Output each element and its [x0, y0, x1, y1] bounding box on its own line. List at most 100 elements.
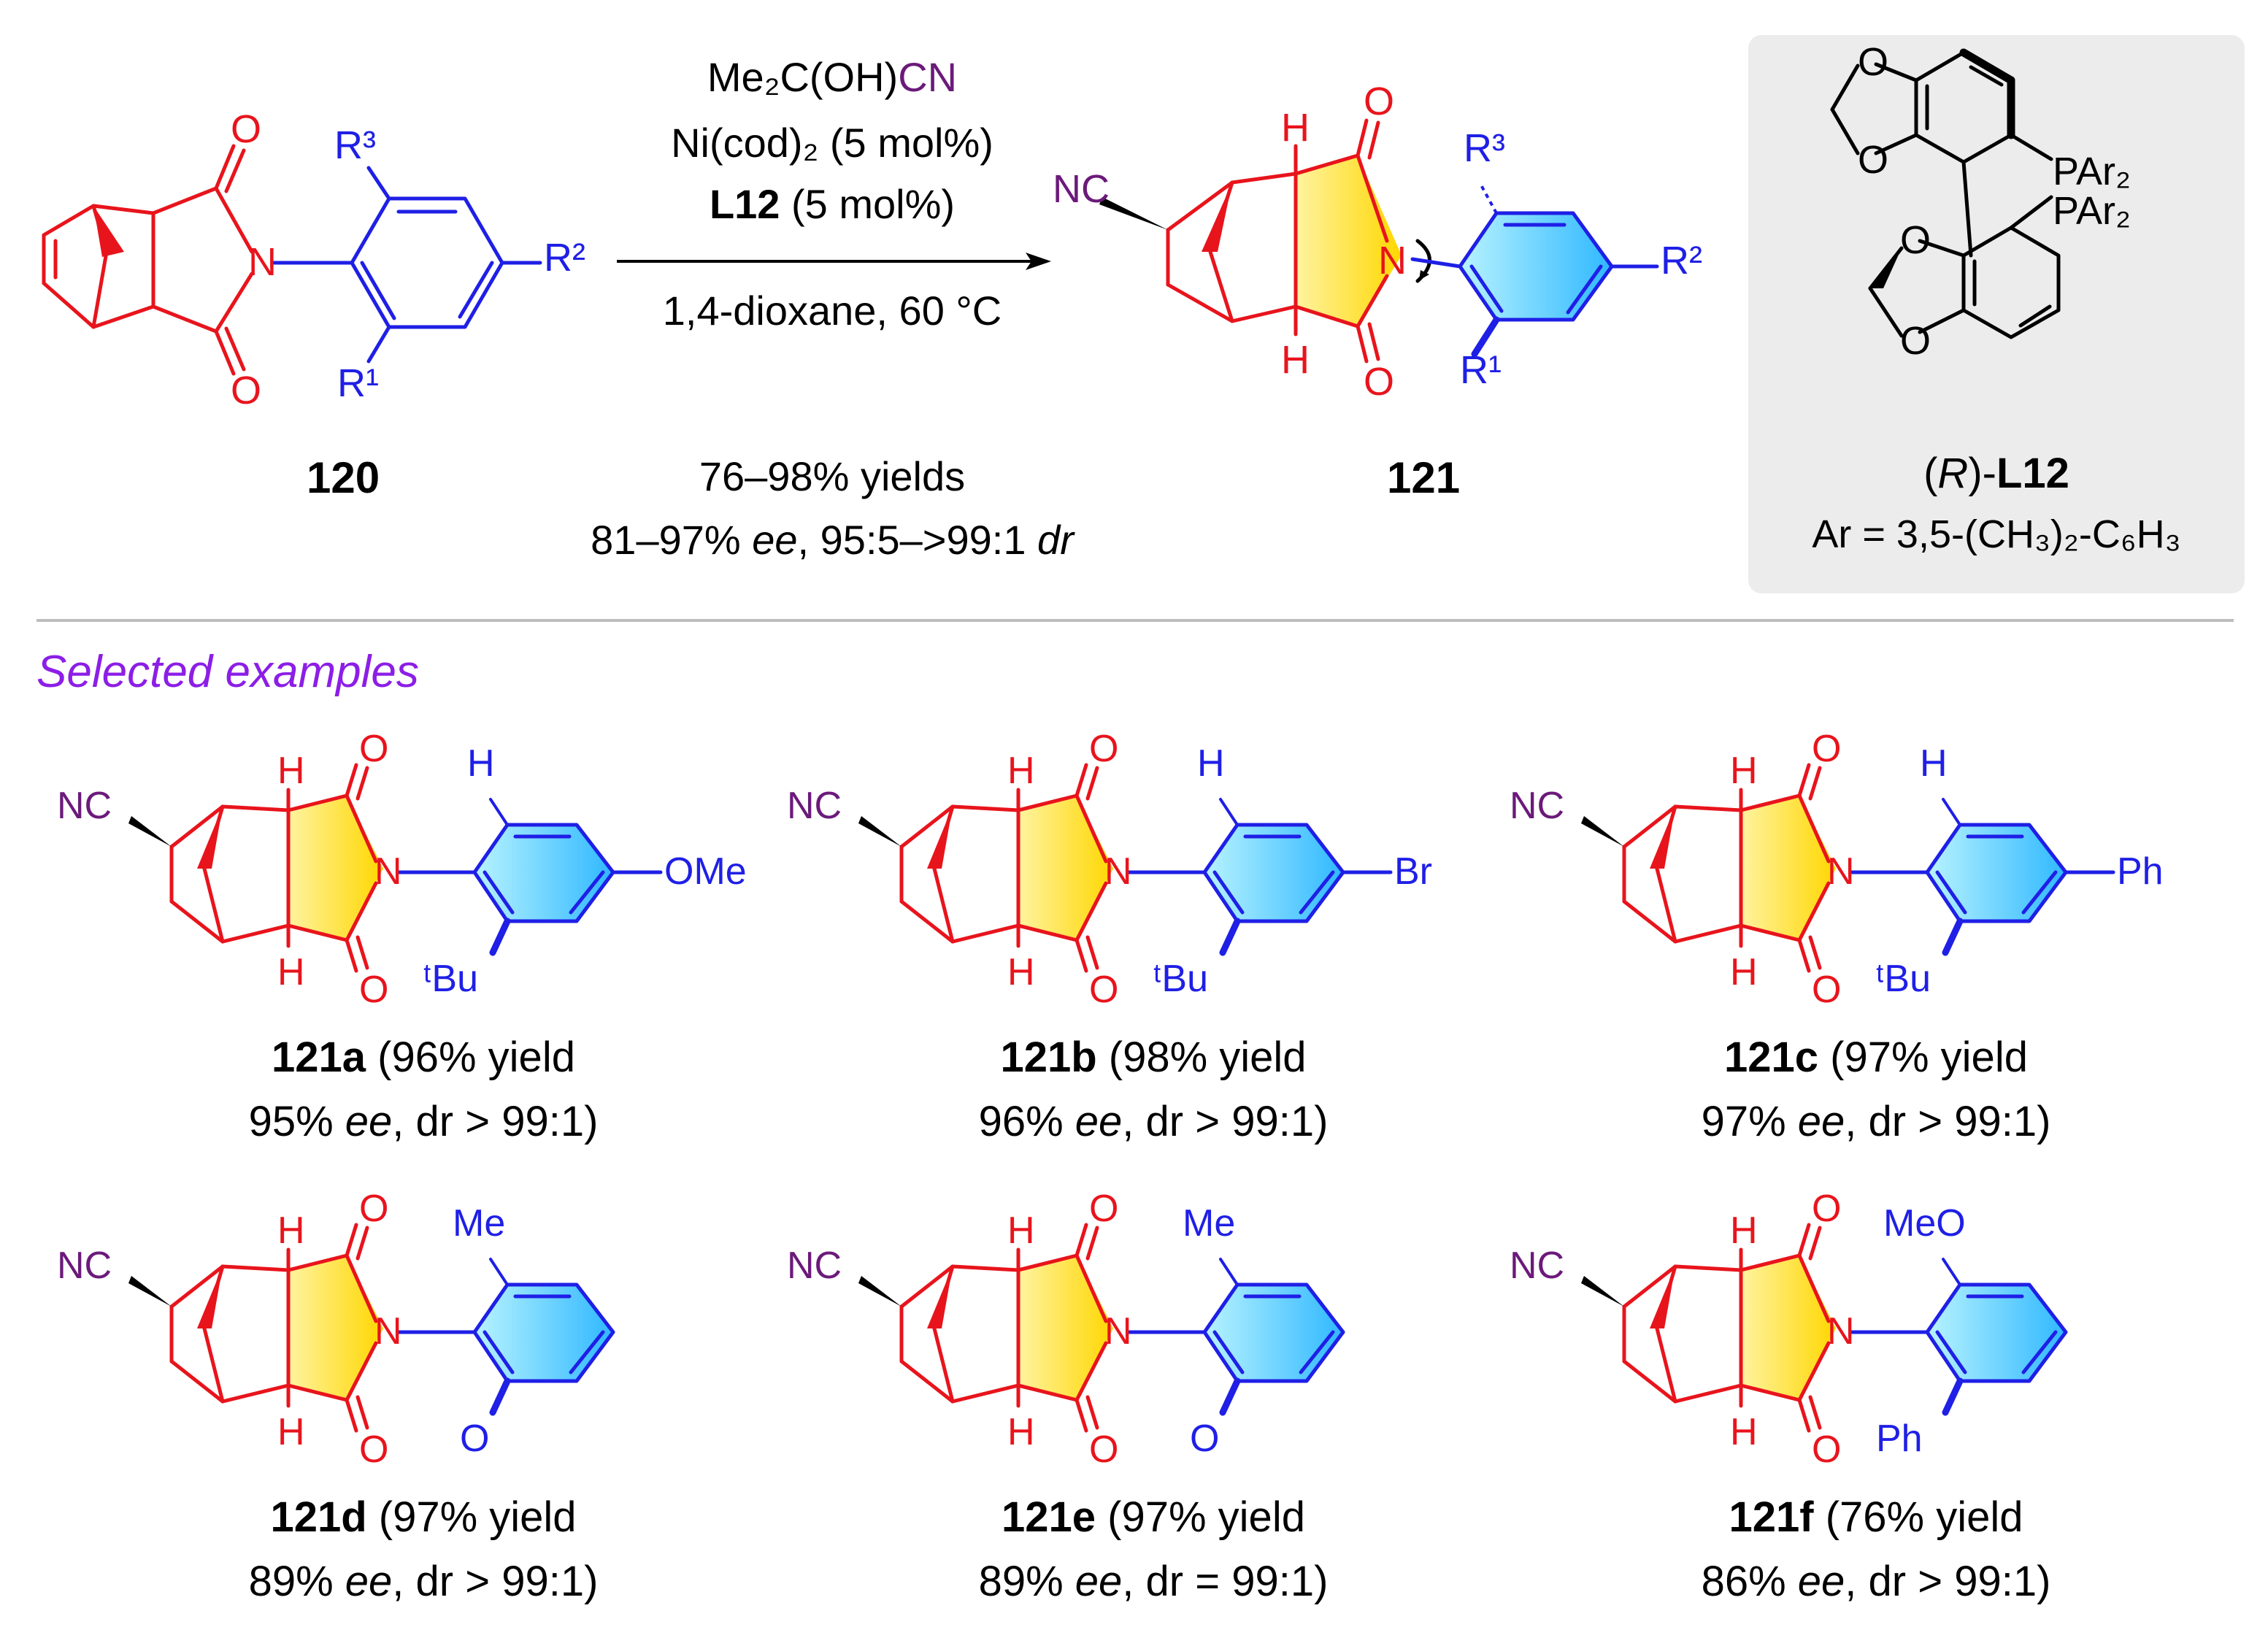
substrate-structure	[42, 144, 542, 376]
example-ortho-bottom-121f: Ph	[1876, 1418, 1923, 1460]
selectivity-range: 81–97% ee, 95:5–>99:1 dr	[591, 517, 1074, 563]
example-ortho-top-121f: MeO	[1883, 1202, 1966, 1245]
example-caption-yield-121a: 121a (96% yield	[272, 1034, 575, 1081]
yield-range: 76–98% yields	[699, 453, 966, 499]
ligand-aryl-definition: Ar = 3,5-(CH₃)₂-C₆H₃	[1812, 512, 2181, 556]
substrate-r1: R¹	[337, 361, 379, 405]
example-ortho-bottom-121c: ᵗBu	[1876, 958, 1931, 1000]
example-o-bottom-121f: O	[1812, 1428, 1842, 1471]
example-structure-121d	[128, 1223, 615, 1433]
example-n-121c: N	[1827, 850, 1855, 893]
example-o-bottom-121a: O	[359, 969, 389, 1011]
example-caption-selectivity-121d: 89% ee, dr > 99:1)	[248, 1558, 599, 1605]
example-h-top-121f: H	[1730, 1209, 1758, 1252]
example-h-top-121a: H	[277, 750, 305, 792]
example-ortho-top-121e: Me	[1183, 1202, 1236, 1245]
product-structure	[1099, 118, 1659, 364]
example-nitrile-121b: NC	[787, 785, 842, 827]
substrate-r2: R²	[544, 236, 585, 280]
ligand-phosphine-2: PAr₂	[2053, 189, 2131, 233]
example-n-121e: N	[1104, 1310, 1132, 1353]
example-n-121a: N	[374, 850, 402, 893]
product-r1: R¹	[1460, 348, 1502, 392]
example-ortho-bottom-121e: O	[1190, 1418, 1220, 1460]
example-ortho-top-121c: H	[1920, 742, 1948, 785]
example-caption-selectivity-121e: 89% ee, dr = 99:1)	[978, 1558, 1329, 1605]
product-carbonyl-o-top: O	[1364, 80, 1395, 123]
example-o-bottom-121b: O	[1089, 969, 1119, 1011]
example-o-bottom-121e: O	[1089, 1428, 1119, 1471]
example-h-top-121c: H	[1730, 750, 1758, 792]
example-o-top-121f: O	[1812, 1188, 1842, 1230]
example-h-top-121e: H	[1007, 1209, 1035, 1252]
example-n-121b: N	[1104, 850, 1132, 893]
example-o-bottom-121d: O	[359, 1428, 389, 1471]
example-ortho-top-121d: Me	[453, 1202, 506, 1245]
example-para-121c: Ph	[2117, 850, 2164, 893]
substrate-label: 120	[307, 453, 380, 502]
reagent-ligand: L12 (5 mol%)	[709, 181, 956, 227]
example-id-121c: 121c	[1724, 1034, 1819, 1081]
example-nitrile-121a: NC	[57, 785, 112, 827]
product-nitrile: NC	[1053, 167, 1110, 211]
ligand-phosphine-1: PAr₂	[2053, 150, 2131, 193]
example-h-bottom-121c: H	[1730, 951, 1758, 993]
example-nitrile-121c: NC	[1510, 785, 1565, 827]
example-n-121d: N	[374, 1310, 402, 1353]
example-h-bottom-121a: H	[277, 951, 305, 993]
example-caption-yield-121e: 121e (97% yield	[1002, 1493, 1305, 1541]
example-nitrile-121f: NC	[1510, 1245, 1565, 1287]
substrate-carbonyl-o-bottom: O	[231, 369, 262, 412]
example-h-top-121b: H	[1007, 750, 1035, 792]
example-id-121e: 121e	[1002, 1493, 1096, 1541]
example-o-top-121b: O	[1089, 728, 1119, 770]
ligand-o-4: O	[1900, 319, 1931, 363]
example-structure-121c	[1581, 763, 2115, 973]
examples-graphics	[128, 763, 2115, 1433]
reaction-arrow	[617, 253, 1051, 270]
example-structure-121a	[128, 763, 663, 973]
example-o-top-121a: O	[359, 728, 389, 770]
example-caption-selectivity-121f: 86% ee, dr > 99:1)	[1701, 1558, 2051, 1605]
example-ortho-bottom-121d: O	[460, 1418, 490, 1460]
example-id-121a: 121a	[272, 1034, 366, 1081]
example-ortho-bottom-121b: ᵗBu	[1153, 958, 1209, 1000]
example-caption-selectivity-121b: 96% ee, dr > 99:1)	[978, 1098, 1329, 1145]
example-id-121b: 121b	[1000, 1034, 1097, 1081]
example-o-bottom-121c: O	[1812, 969, 1842, 1011]
product-h-bottom: H	[1281, 338, 1310, 382]
example-caption-yield-121f: 121f (76% yield	[1729, 1493, 2023, 1541]
product-imide-n: N	[1378, 239, 1407, 282]
example-caption-yield-121b: 121b (98% yield	[1000, 1034, 1307, 1081]
example-id-121d: 121d	[270, 1493, 367, 1541]
product-r3: R³	[1464, 126, 1505, 170]
example-h-top-121d: H	[277, 1209, 305, 1252]
ligand-name: (R)-L12	[1923, 450, 2069, 497]
example-para-121b: Br	[1394, 850, 1432, 893]
product-h-top: H	[1281, 106, 1310, 150]
example-h-bottom-121f: H	[1730, 1411, 1758, 1453]
example-n-121f: N	[1827, 1310, 1855, 1353]
ligand-o-2: O	[1858, 138, 1889, 182]
example-o-top-121c: O	[1812, 728, 1842, 770]
example-h-bottom-121e: H	[1007, 1411, 1035, 1453]
example-ortho-top-121a: H	[467, 742, 495, 785]
example-ortho-top-121b: H	[1197, 742, 1225, 785]
reagent-nickel: Ni(cod)₂ (5 mol%)	[671, 120, 993, 166]
substrate-carbonyl-o-top: O	[231, 107, 262, 151]
example-o-top-121e: O	[1089, 1188, 1119, 1230]
example-structure-121e	[858, 1223, 1345, 1433]
example-structure-121f	[1581, 1223, 2068, 1433]
substrate-imide-n: N	[248, 240, 277, 284]
example-nitrile-121e: NC	[787, 1245, 842, 1287]
ligand-o-1: O	[1858, 40, 1889, 84]
example-ortho-bottom-121a: ᵗBu	[423, 958, 479, 1000]
ligand-o-3: O	[1900, 218, 1931, 262]
selected-examples-header: Selected examples	[36, 647, 419, 697]
example-caption-yield-121c: 121c (97% yield	[1724, 1034, 2028, 1081]
reaction-conditions: 1,4-dioxane, 60 °C	[662, 288, 1002, 334]
ligand-box	[1748, 35, 2245, 593]
example-h-bottom-121d: H	[277, 1411, 305, 1453]
